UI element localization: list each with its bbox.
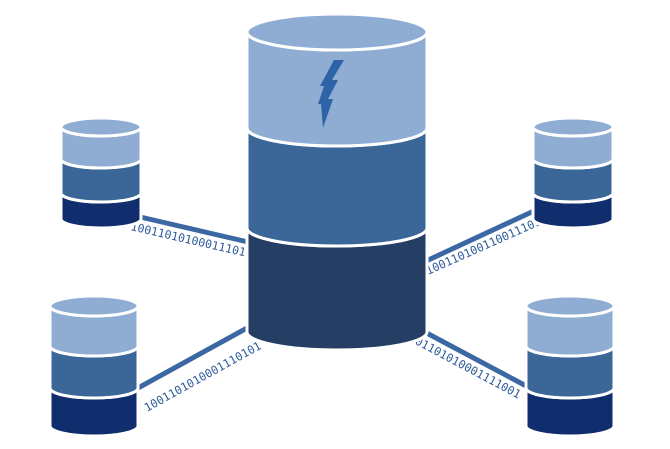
database-bottom-left-top [48, 294, 140, 318]
central-database [245, 12, 429, 352]
database-top-right [531, 116, 615, 230]
link-top-right-line [422, 207, 538, 265]
central-database-top [245, 12, 429, 52]
database-top-right-top [531, 116, 615, 138]
database-bottom-right-top [524, 294, 616, 318]
database-top-left-top [59, 116, 143, 138]
database-cylinders [48, 12, 616, 438]
link-bottom-left-line [136, 319, 260, 391]
database-top-left [59, 116, 143, 230]
link-top-left-line [135, 213, 249, 245]
lightning-crack-icon [318, 60, 344, 128]
database-bottom-left [48, 294, 140, 438]
database-bottom-right [524, 294, 616, 438]
